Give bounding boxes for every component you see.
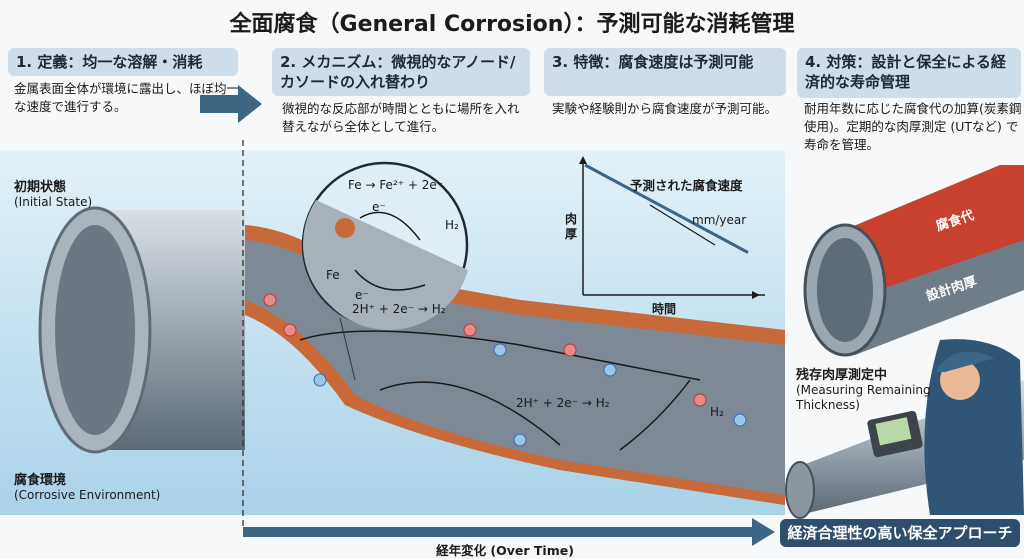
anode-equation: Fe → Fe²⁺ + 2e⁻ — [348, 178, 444, 192]
h2-label: H₂ — [445, 218, 459, 232]
over-time-label: 経年変化 (Over Time) — [436, 543, 574, 558]
electron-arrow — [619, 379, 691, 451]
electron-arrow — [379, 381, 561, 446]
section-1-text: 金属表面全体が環境に露出し、ほぼ均一な速度で進行する。 — [14, 81, 240, 114]
corrosion-rate-chart — [579, 156, 765, 299]
cathode-equation: 2H⁺ + 2e⁻ → H₂ — [352, 302, 446, 316]
section-3-heading: 3. 特徴：腐食速度は予測可能 — [544, 48, 786, 96]
electron-arrow — [299, 330, 701, 381]
flow-arrow — [200, 85, 262, 123]
chart-annotation: mm/year — [692, 213, 747, 227]
chart-annotation-arrow — [649, 204, 716, 246]
section-1-heading: 1. 定義：均一な溶解・消耗 — [8, 48, 238, 76]
ions — [263, 293, 747, 447]
section-2-heading: 2. メカニズム：微視的なアノード/カソードの入れ替わり — [272, 48, 530, 96]
page-title: 全面腐食（General Corrosion）：予測可能な消耗管理 — [229, 12, 795, 37]
technician — [924, 339, 1024, 515]
chart-title: 予測された腐食速度 — [630, 178, 743, 193]
section-3-text: 実験や経験則から腐食速度が予測可能。 — [552, 101, 778, 116]
section-2-text: 微視的な反応部が時間とともに場所を入れ替えながら全体として進行。 — [282, 101, 520, 134]
chart-series-line — [584, 163, 749, 254]
h2-label: H₂ — [710, 405, 724, 419]
environment-label: 腐食環境(Corrosive Environment) — [14, 473, 161, 502]
initial-state-label: 初期状態(Initial State) — [14, 180, 93, 209]
chart-x-label: 時間 — [652, 302, 677, 316]
electron-label: e⁻ — [355, 288, 369, 302]
fe-label: Fe — [326, 268, 340, 282]
electron-label: e⁻ — [372, 200, 386, 214]
pipe-equation: 2H⁺ + 2e⁻ → H₂ — [516, 396, 610, 410]
over-time-arrow — [243, 518, 775, 546]
measuring-label: 残存肉厚測定中(Measuring Remaining Thickness) — [796, 368, 931, 412]
conclusion-banner: 経済合理性の高い保全アプローチ — [780, 519, 1020, 547]
section-4-text: 耐用年数に応じた腐食代の加算(炭素鋼使用)。定期的な肉厚測定 (UTなど) で寿… — [804, 101, 1022, 152]
section-4-heading: 4. 対策：設計と保全による経済的な寿命管理 — [797, 48, 1021, 98]
chart-y-label: 肉厚 — [565, 212, 578, 241]
